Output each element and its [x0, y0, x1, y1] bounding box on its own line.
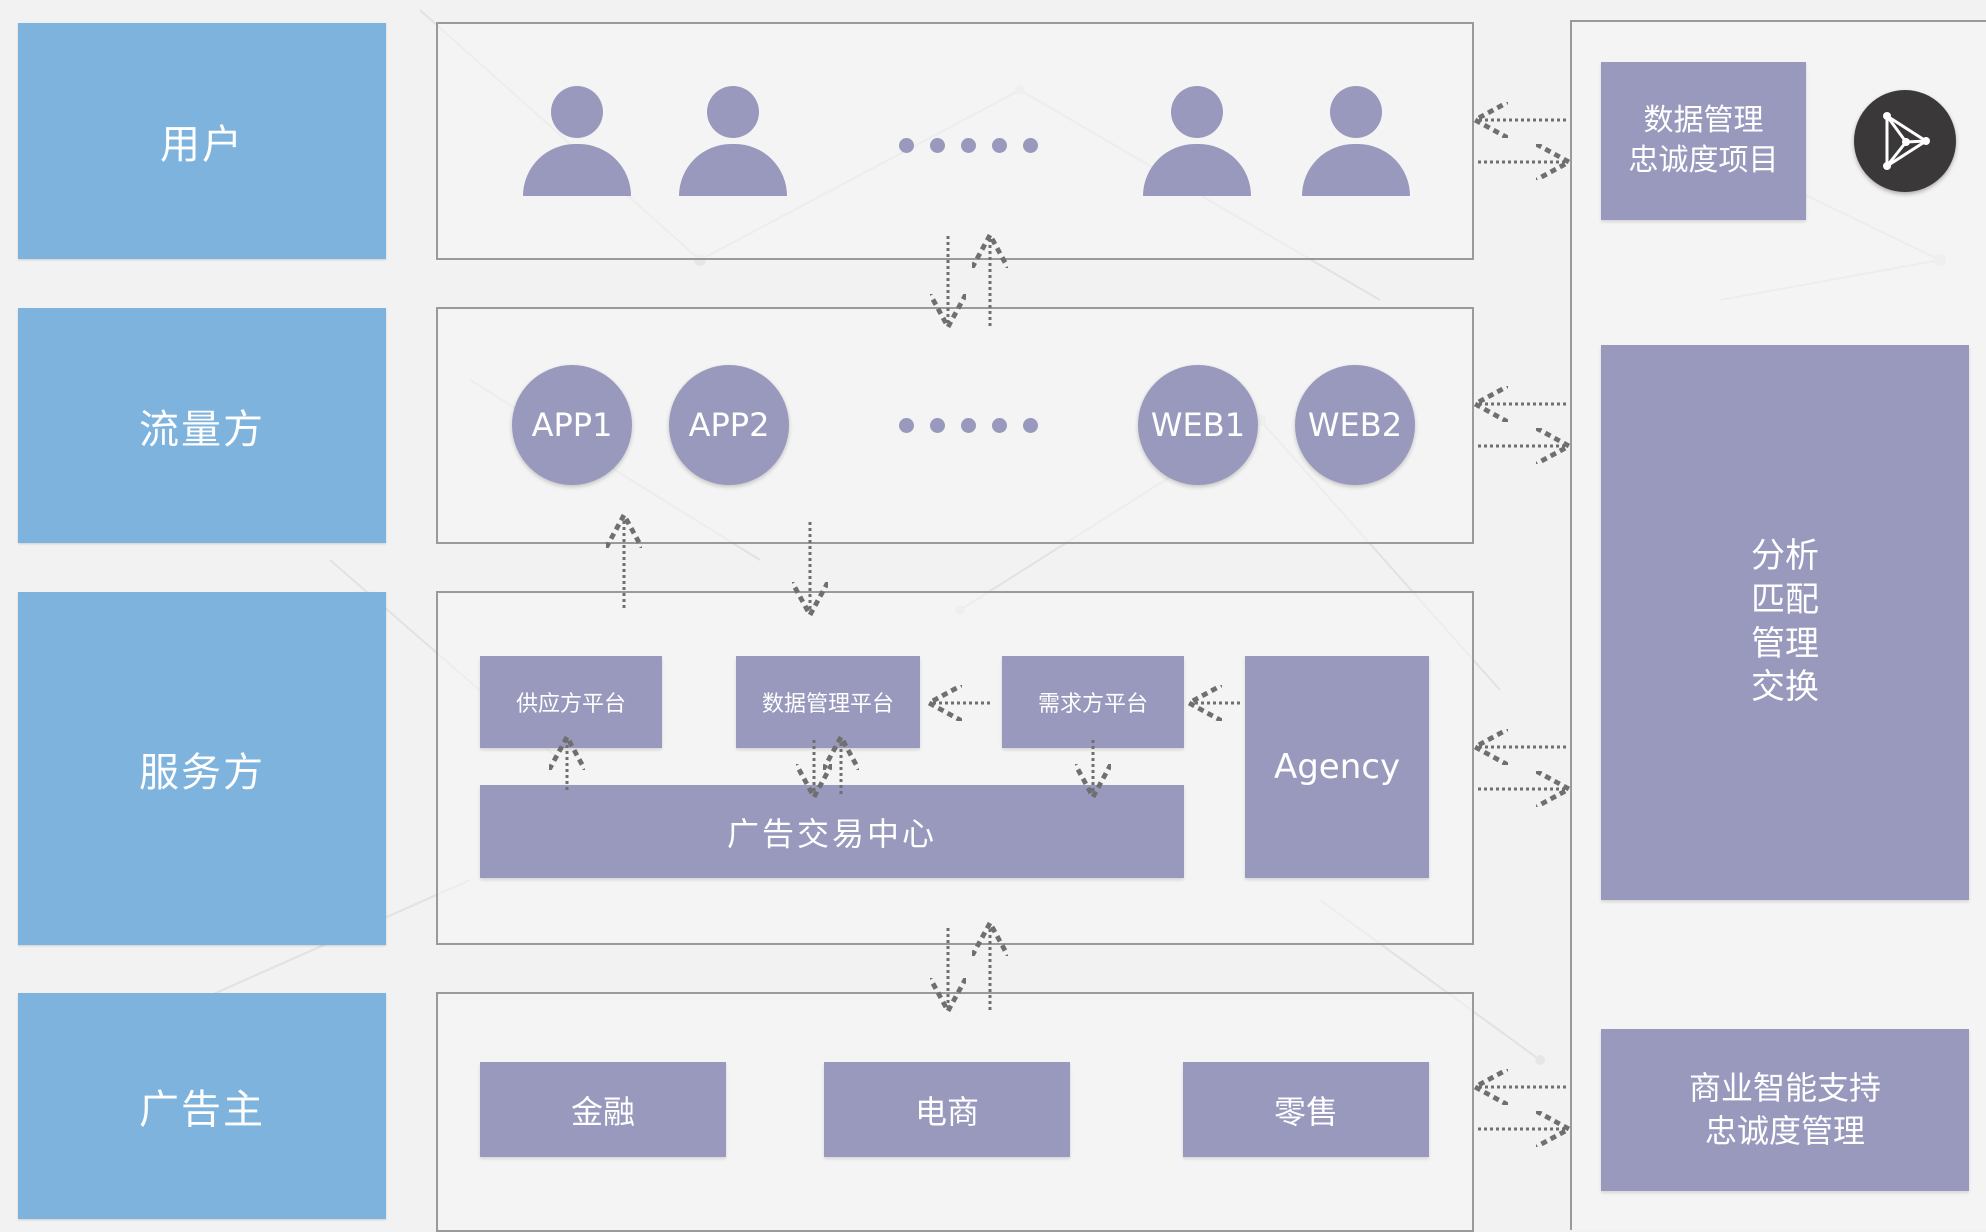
lane-advertiser: 广告主: [18, 993, 386, 1219]
user-icon: [1302, 86, 1410, 196]
ecommerce-box: 电商: [824, 1062, 1070, 1157]
retail-label: 零售: [1273, 1092, 1338, 1131]
bi-support-box: 商业智能支持 忠诚度管理: [1601, 1029, 1969, 1191]
user-icon: [523, 86, 631, 196]
lane-service-label: 服务方: [139, 749, 265, 796]
ad-exchange-label: 广告交易中心: [726, 814, 937, 853]
lane-traffic: 流量方: [18, 308, 386, 543]
finance-box: 金融: [480, 1062, 726, 1157]
data-platform-label: 数据管理平台: [761, 692, 894, 717]
demand-platform-box: 需求方平台: [1002, 656, 1184, 748]
lane-users: 用户: [18, 23, 386, 259]
demand-platform-label: 需求方平台: [1037, 692, 1148, 717]
app2-node: APP2: [669, 365, 789, 485]
app1-label: APP1: [531, 406, 613, 444]
supply-platform-box: 供应方平台: [480, 656, 662, 748]
finance-label: 金融: [570, 1092, 635, 1131]
lane-traffic-label: 流量方: [139, 406, 265, 453]
app1-node: APP1: [512, 365, 632, 485]
app2-label: APP2: [688, 406, 770, 444]
web2-label: WEB2: [1307, 406, 1403, 444]
analysis-label: 分析 匹配 管理 交换: [1751, 536, 1819, 708]
web1-label: WEB1: [1150, 406, 1246, 444]
web2-node: WEB2: [1295, 365, 1415, 485]
user-icon: [1143, 86, 1251, 196]
lane-service: 服务方: [18, 592, 386, 945]
supply-platform-label: 供应方平台: [515, 692, 626, 717]
data-platform-box: 数据管理平台: [736, 656, 920, 748]
lane-users-label: 用户: [160, 122, 244, 168]
ecommerce-label: 电商: [914, 1092, 979, 1131]
analysis-box: 分析 匹配 管理 交换: [1601, 345, 1969, 900]
web1-node: WEB1: [1138, 365, 1258, 485]
dots-icon: [899, 418, 1038, 433]
lane-advertiser-label: 广告主: [139, 1087, 265, 1133]
play-triangle-network-icon: [1854, 90, 1956, 192]
data-loyalty-box: 数据管理 忠诚度项目: [1601, 62, 1806, 220]
data-loyalty-label: 数据管理 忠诚度项目: [1628, 102, 1779, 179]
dots-icon: [899, 138, 1038, 153]
ad-exchange-box: 广告交易中心: [480, 785, 1184, 878]
bi-support-label: 商业智能支持 忠诚度管理: [1688, 1068, 1881, 1150]
agency-label: Agency: [1273, 747, 1401, 787]
user-icon: [679, 86, 787, 196]
agency-box: Agency: [1245, 656, 1429, 878]
retail-box: 零售: [1183, 1062, 1429, 1157]
